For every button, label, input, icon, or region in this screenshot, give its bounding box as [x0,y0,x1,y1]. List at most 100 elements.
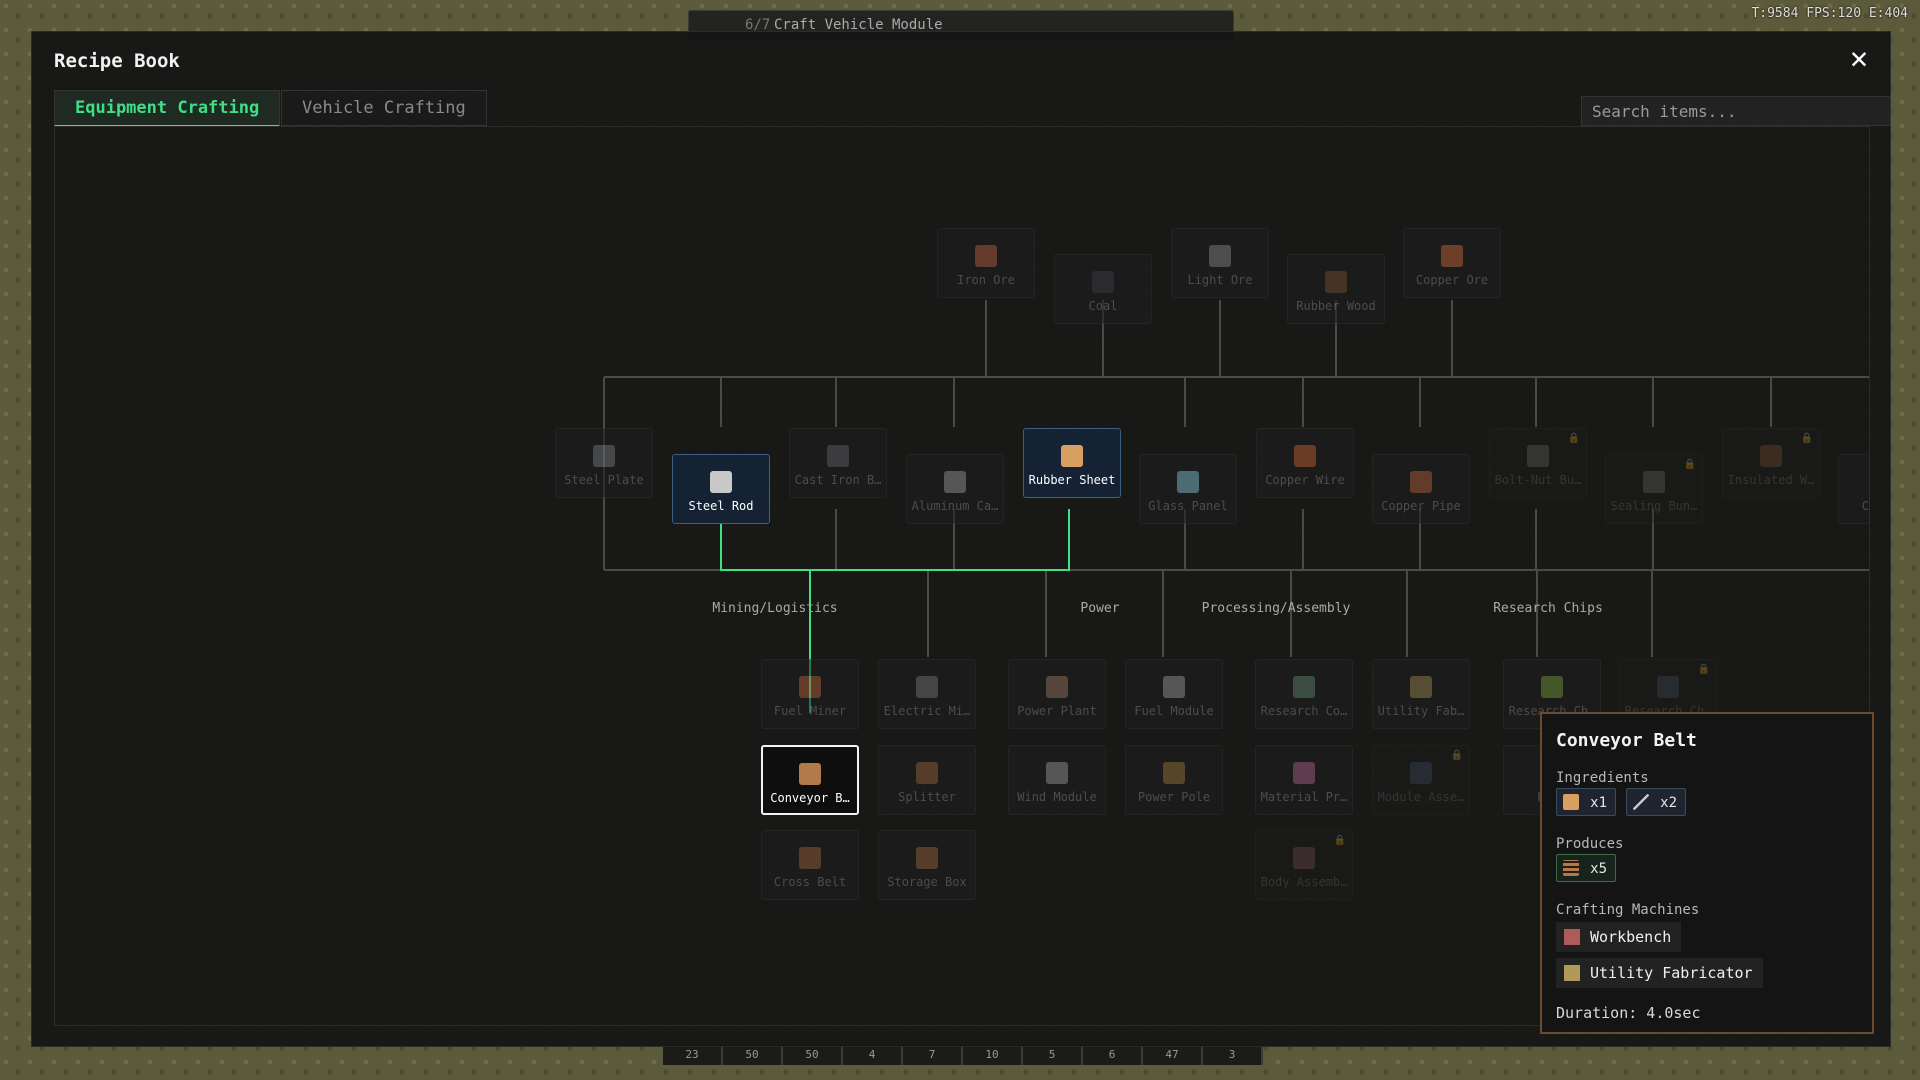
recipe-node-label: Bolt-Nut Bu… [1494,473,1582,487]
recipe-node[interactable]: Light Ore [1171,228,1269,298]
recipe-node-label: Module Asse… [1377,790,1465,804]
hotbar-slot[interactable]: 50 [723,1045,783,1065]
recipe-node[interactable]: Electric Mi… [878,659,976,729]
close-icon[interactable]: ✕ [1849,41,1868,76]
machine-utility-fabricator: Utility Fabricator [1556,958,1763,988]
recipe-node[interactable]: Bolt-Nut Bu… 🔒 [1489,428,1587,498]
recipe-node[interactable]: Sealing Bun…🔒 [1605,454,1703,524]
hotbar-slot[interactable]: 10 [963,1045,1023,1065]
recipe-node-label: Rubber Wood [1296,299,1376,313]
bolt-nut-icon [1527,445,1549,467]
machine-label: Workbench [1590,928,1672,946]
hotbar-slot[interactable]: 50 [783,1045,843,1065]
fuel-module-icon [1163,676,1185,698]
category-label: Mining/Logistics [712,601,838,616]
cross-belt-icon [799,847,821,869]
recipe-node-label: Storage Box [887,875,967,889]
recipe-node[interactable]: Power Pole [1125,745,1223,815]
recipe-node[interactable]: Fuel Module [1125,659,1223,729]
hotbar-slot[interactable]: 6 [1083,1045,1143,1065]
research-console-icon [1293,676,1315,698]
electric-miner-icon [916,676,938,698]
debug-stats: T:9584 FPS:120 E:404 [1751,6,1908,21]
recipe-node[interactable]: Steel Plate [555,428,653,498]
ingredient-steel-rod: x2 [1626,788,1686,816]
recipe-node[interactable]: Iron Ore [937,228,1035,298]
recipe-node-label: Coal [1088,299,1118,313]
hotbar-slot[interactable]: 7 [903,1045,963,1065]
recipe-node[interactable]: Research Co… [1255,659,1353,729]
hotbar-slot[interactable]: 23 [663,1045,723,1065]
module-assembler-icon [1410,762,1432,784]
recipe-node[interactable]: Rubber Wood [1287,254,1385,324]
lock-icon: 🔒 [1697,664,1710,675]
recipe-node[interactable]: Utility Fab… [1372,659,1470,729]
recipe-node[interactable]: Cross Belt [761,830,859,900]
recipe-node[interactable]: Glass Panel [1139,454,1237,524]
recipe-node[interactable]: Aluminum Ca… [906,454,1004,524]
glass-panel-icon [1177,471,1199,493]
rubber-wood-icon [1325,271,1347,293]
search-input[interactable] [1581,96,1891,126]
recipe-node[interactable]: Power Plant [1008,659,1106,729]
recipe-node-label: Cross Belt [773,875,847,889]
recipe-node[interactable]: Conveyor B… [761,745,859,815]
power-plant-icon [1046,676,1068,698]
recipe-node[interactable]: Body Assemb…🔒 [1255,830,1353,900]
tab-vehicle-crafting[interactable]: Vehicle Crafting [281,90,487,126]
research-chip-icon [1657,676,1679,698]
recipe-node[interactable]: Wind Module [1008,745,1106,815]
rubber-sheet-icon [1563,794,1579,810]
wind-module-icon [1046,762,1068,784]
recipe-node-label: Insulated W… [1727,473,1815,487]
ingredient-qty: x2 [1660,795,1677,811]
produces-heading: Produces [1556,836,1624,852]
recipe-node[interactable]: Cast Iron B… [789,428,887,498]
recipe-node[interactable]: Storage Box [878,830,976,900]
aluminum-icon [944,471,966,493]
tooltip-title: Conveyor Belt [1556,730,1697,751]
power-pole-icon [1163,762,1185,784]
recipe-node[interactable]: Coal [1054,254,1152,324]
recipe-node[interactable]: Steel Rod [672,454,770,524]
hotbar-slot[interactable]: 47 [1143,1045,1203,1065]
steel-plate-icon [593,445,615,467]
recipe-node[interactable]: Copper Ore [1403,228,1501,298]
recipe-node-label: Power Plant [1017,704,1097,718]
duration-text: Duration: 4.0sec [1556,1004,1701,1022]
ingredients-heading: Ingredients [1556,770,1649,786]
window-title: Recipe Book [54,50,180,72]
recipe-node[interactable]: Fuel Miner [761,659,859,729]
recipe-node[interactable]: Connect [1838,454,1869,524]
research-chip-icon [1541,676,1563,698]
light-ore-icon [1209,245,1231,267]
hotbar-slot[interactable]: 5 [1023,1045,1083,1065]
product-qty: x5 [1590,861,1607,877]
workbench-icon [1564,929,1580,945]
recipe-node-label: Connect [1861,499,1869,513]
recipe-node[interactable]: Splitter [878,745,976,815]
recipe-node-label: Steel Plate [564,473,644,487]
cast-iron-icon [827,445,849,467]
recipe-node-label: Glass Panel [1148,499,1228,513]
hotbar-slot[interactable]: 3 [1203,1045,1263,1065]
recipe-node[interactable]: Copper Pipe [1372,454,1470,524]
hotbar-slot[interactable]: 4 [843,1045,903,1065]
recipe-node[interactable]: Material Pr… [1255,745,1353,815]
recipe-node-label: Fuel Module [1134,704,1214,718]
recipe-node-label: Conveyor B… [770,791,850,805]
recipe-node[interactable]: Rubber Sheet [1023,428,1121,498]
recipe-node-label: Splitter [898,790,956,804]
recipe-node-label: Copper Wire [1265,473,1345,487]
lock-icon: 🔒 [1567,433,1580,444]
recipe-node[interactable]: Module Asse…🔒 [1372,745,1470,815]
recipe-node-label: Steel Rod [688,499,754,513]
steel-rod-icon [710,471,732,493]
lock-icon: 🔒 [1333,835,1346,846]
recipe-node[interactable]: Insulated W…🔒 [1722,428,1820,498]
rubber-sheet-icon [1061,445,1083,467]
recipe-node[interactable]: Copper Wire [1256,428,1354,498]
tab-equipment-crafting[interactable]: Equipment Crafting [54,90,281,127]
